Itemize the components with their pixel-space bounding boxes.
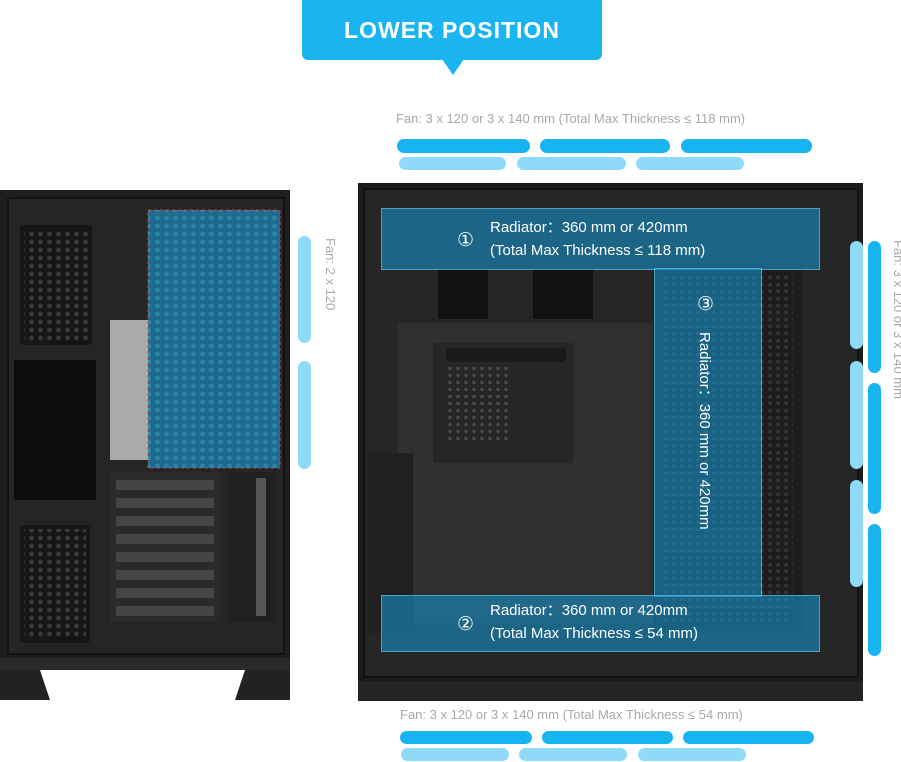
top-radiator-number: ① — [457, 230, 475, 251]
top-radiator-label: Radiator：360 mm or 420mm (Total Max Thic… — [490, 216, 705, 262]
side-fan-bar-120 — [850, 241, 863, 349]
side-fan-label: Fan: 3 x 120 or 3 x 140 mm — [891, 240, 901, 399]
top-radiator-thickness: (Total Max Thickness ≤ 118 mm) — [490, 242, 706, 259]
section-title: LOWER POSITION — [302, 0, 602, 60]
top-fan-bar-140 — [681, 139, 812, 153]
side-fan-bar-120 — [850, 480, 863, 587]
bottom-fan-label: Fan: 3 x 120 or 3 x 140 mm (Total Max Th… — [400, 707, 743, 722]
bottom-fan-bar-120 — [519, 748, 627, 761]
title-pointer — [442, 59, 464, 75]
bottom-radiator-zone — [381, 595, 820, 652]
bottom-radiator-label: Radiator：360 mm or 420mm (Total Max Thic… — [490, 599, 698, 645]
bottom-fan-bar-140 — [683, 731, 814, 744]
top-fan-bar-120 — [399, 157, 506, 170]
side-radiator-zone — [654, 268, 762, 597]
top-radiator-zone — [381, 208, 820, 270]
side-fan-bar-140 — [868, 524, 881, 656]
top-radiator-size: Radiator：360 mm or 420mm — [490, 219, 688, 236]
rear-fan-label: Fan: 2 x 120 — [323, 238, 338, 311]
bottom-fan-bar-140 — [542, 731, 673, 744]
case-rear-view — [0, 190, 290, 700]
rear-fan-bar — [298, 361, 311, 469]
side-fan-bar-120 — [850, 361, 863, 469]
top-fan-bar-140 — [397, 139, 530, 153]
side-radiator-label: Radiator：360 mm or 420mm — [696, 332, 713, 530]
bottom-radiator-thickness: (Total Max Thickness ≤ 54 mm) — [490, 625, 699, 642]
top-fan-bar-120 — [517, 157, 626, 170]
bottom-fan-bar-140 — [400, 731, 532, 744]
side-fan-bar-140 — [868, 383, 881, 514]
bottom-radiator-size: Radiator：360 mm or 420mm — [490, 602, 688, 619]
side-radiator-number: ③ — [697, 294, 715, 315]
top-fan-bar-120 — [636, 157, 744, 170]
bottom-radiator-number: ② — [457, 614, 475, 635]
top-fan-bar-140 — [540, 139, 670, 153]
bottom-fan-bar-120 — [638, 748, 746, 761]
side-fan-bar-140 — [868, 241, 881, 373]
bottom-fan-bar-120 — [401, 748, 509, 761]
rear-fan-bar — [298, 236, 311, 343]
top-fan-label: Fan: 3 x 120 or 3 x 140 mm (Total Max Th… — [396, 111, 746, 126]
